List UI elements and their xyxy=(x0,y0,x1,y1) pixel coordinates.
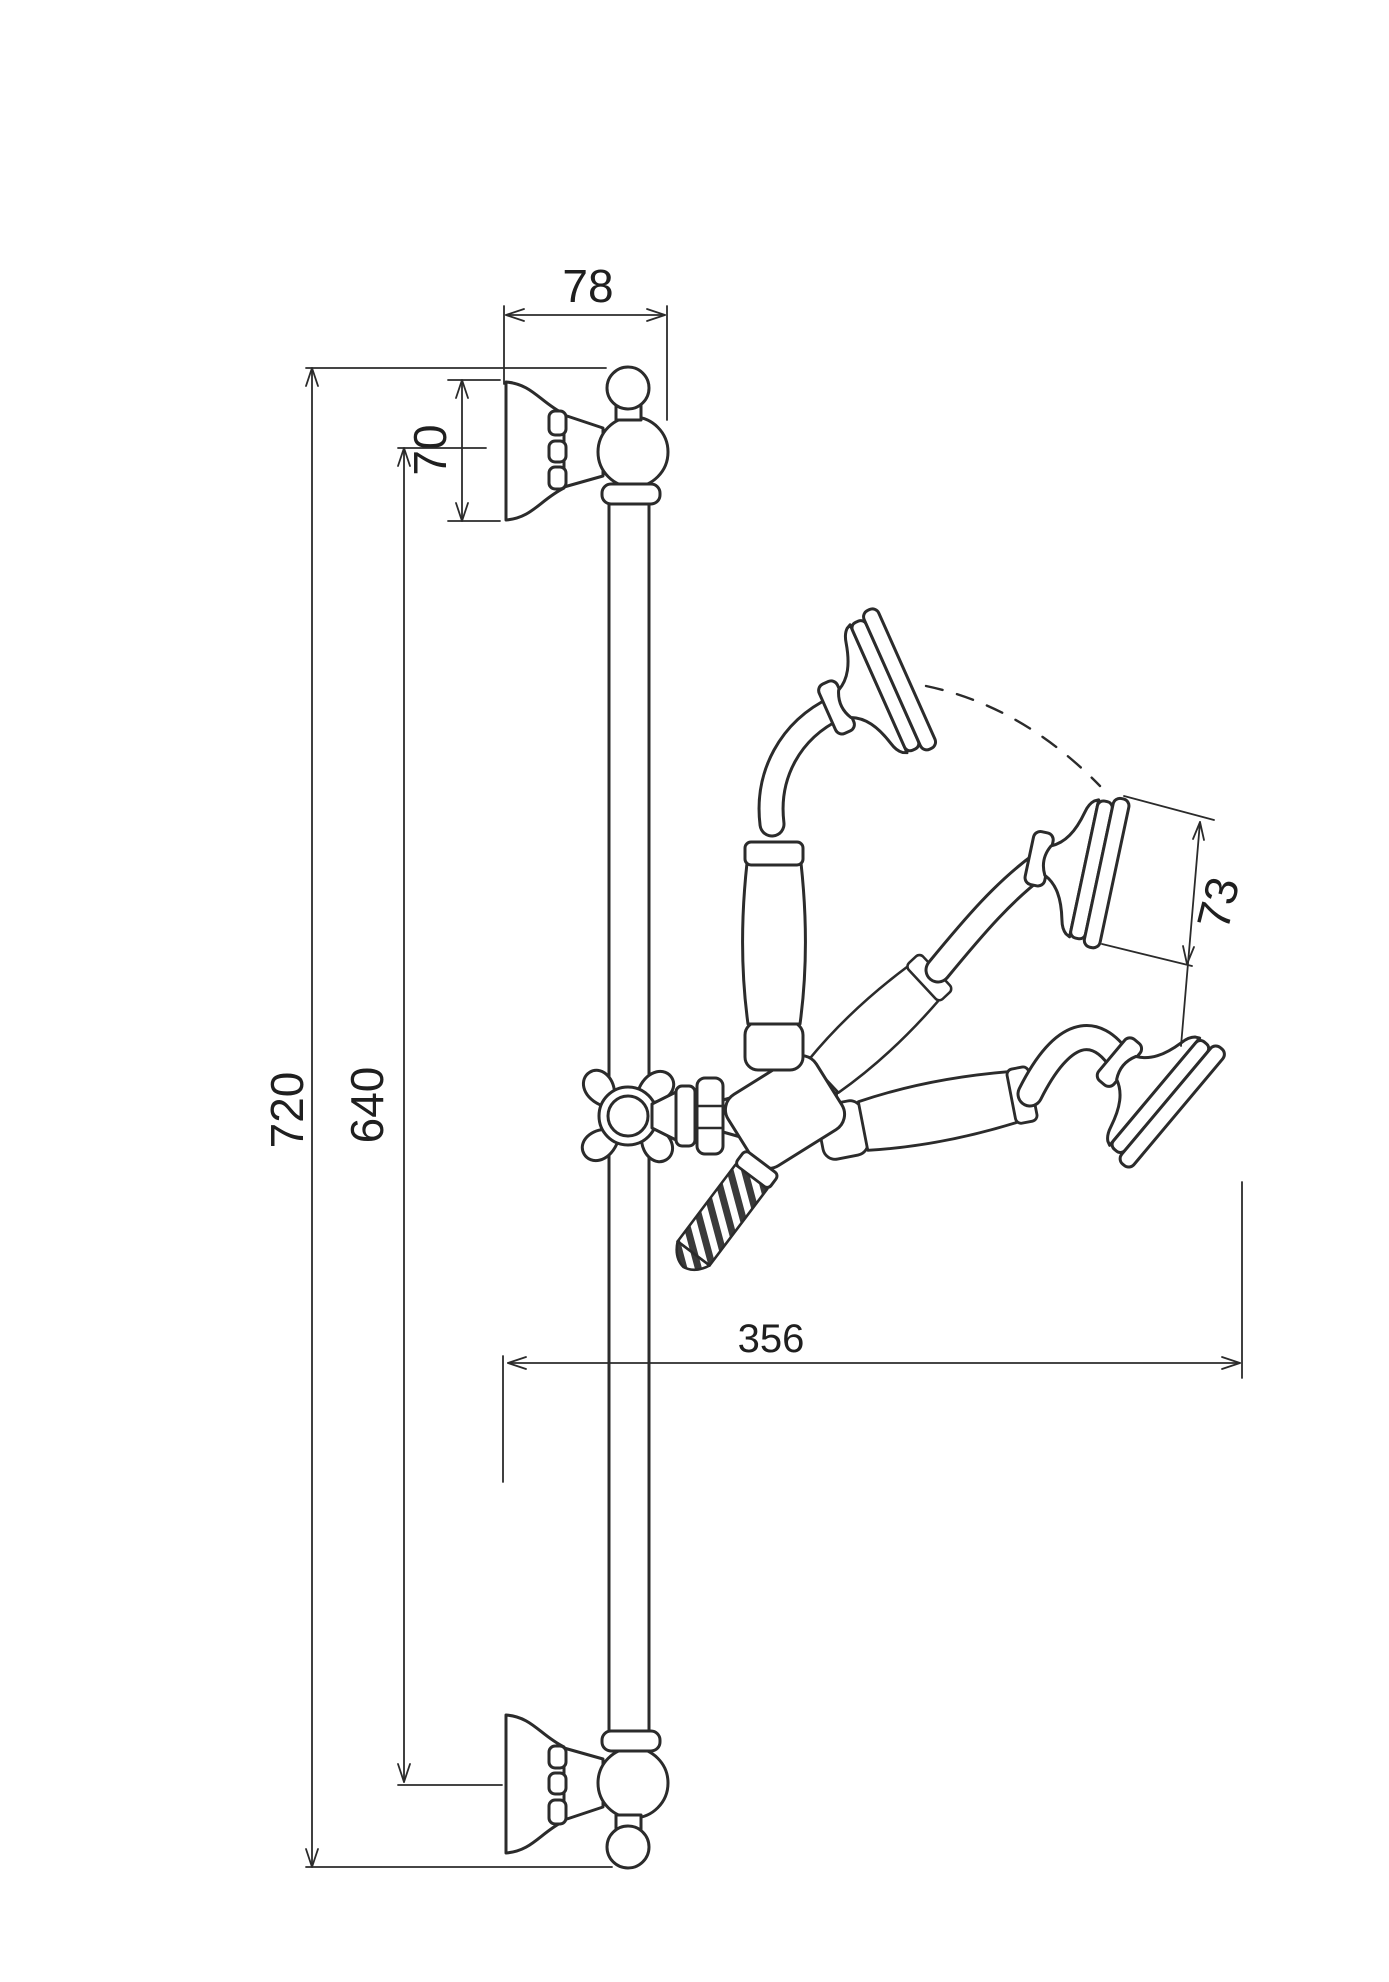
dimension-label-356: 356 xyxy=(738,1317,805,1361)
dimension-label-70: 70 xyxy=(404,424,456,475)
dimension-70: 70 xyxy=(404,379,501,522)
dimension-label-73: 73 xyxy=(1187,872,1250,934)
dimension-720: 720 xyxy=(261,367,613,1868)
wall-bracket-bottom xyxy=(504,1713,670,1870)
dimension-78: 78 xyxy=(503,260,668,421)
dimension-73: 73 xyxy=(1101,795,1250,1047)
dimension-label-78: 78 xyxy=(562,260,613,312)
dimension-label-640: 640 xyxy=(341,1067,393,1144)
handset-position-2 xyxy=(775,780,1132,1124)
wall-bracket-top xyxy=(504,365,670,522)
slider-cross-knob xyxy=(575,1063,681,1169)
handset-cradle xyxy=(723,1054,847,1170)
handset-position-1 xyxy=(741,605,940,1072)
rotation-arc xyxy=(924,684,1102,788)
dimension-640: 640 xyxy=(341,447,503,1786)
hose-fitting xyxy=(675,1150,779,1272)
dimension-356: 356 xyxy=(502,1181,1243,1483)
handset-position-3 xyxy=(813,995,1229,1172)
dimension-label-720: 720 xyxy=(261,1072,313,1149)
